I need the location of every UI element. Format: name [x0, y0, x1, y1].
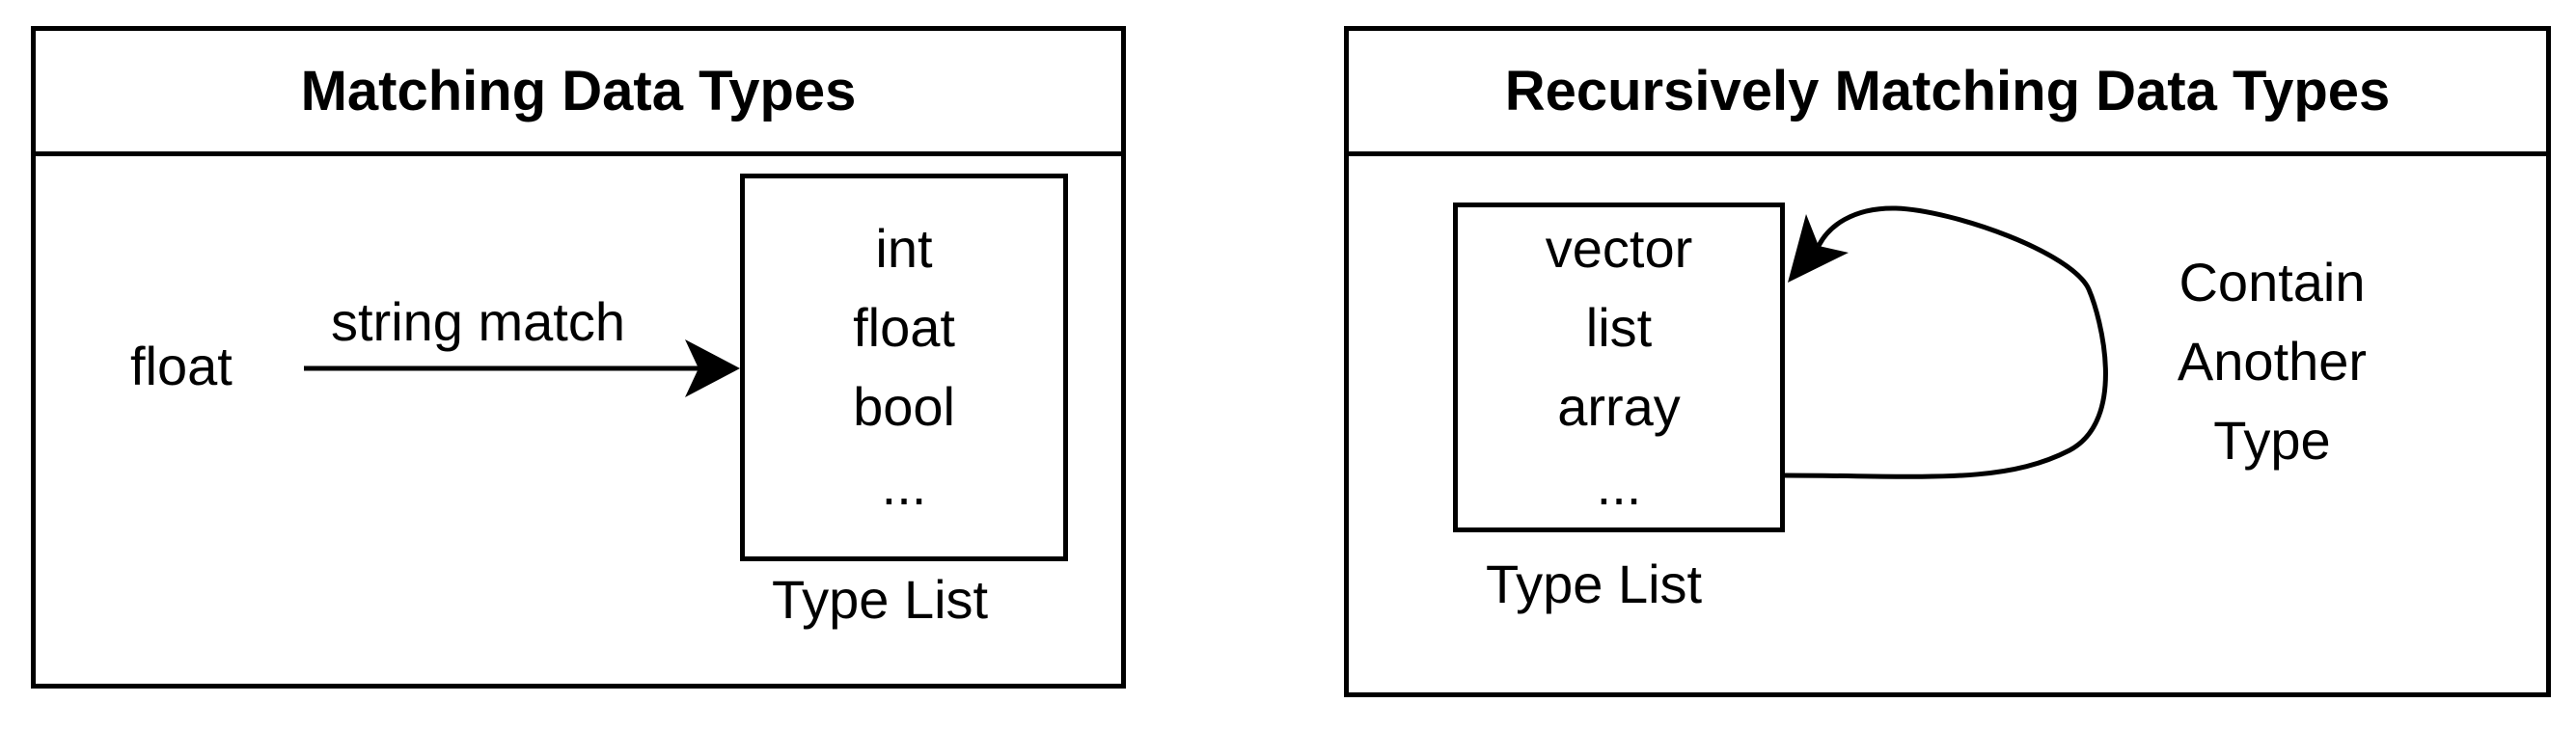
panel-title: Matching Data Types — [36, 31, 1121, 156]
type-list-item: vector — [1545, 218, 1693, 279]
type-list-item: list — [1585, 297, 1653, 358]
type-list-item: array — [1557, 376, 1681, 437]
type-list-box: int float bool ... — [740, 174, 1068, 561]
type-list-caption: Type List — [772, 569, 989, 630]
type-list-item: int — [875, 218, 933, 279]
type-list-item: ... — [881, 455, 927, 516]
type-list-box: vector list array ... — [1453, 203, 1785, 532]
type-list-item: float — [853, 297, 955, 358]
input-type-label: float — [130, 336, 233, 396]
type-list-item: bool — [853, 376, 955, 437]
panel-title: Recursively Matching Data Types — [1349, 31, 2546, 156]
type-list-item: ... — [1596, 455, 1642, 516]
loop-label: Contain Another Type — [2118, 243, 2426, 480]
loop-label-line: Type — [2213, 410, 2331, 471]
type-list-caption: Type List — [1486, 554, 1703, 614]
loop-label-line: Contain — [2179, 252, 2366, 312]
edge-label: string match — [331, 291, 625, 352]
loop-label-line: Another — [2177, 331, 2368, 392]
